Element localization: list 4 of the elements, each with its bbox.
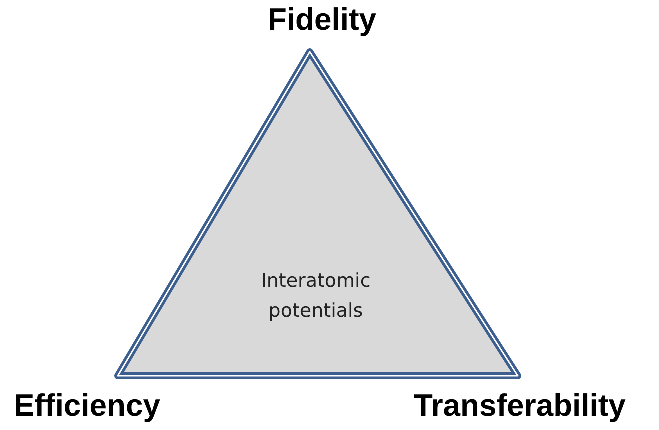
vertex-label: Transferability <box>414 388 626 424</box>
node-text: Interatomic potentials <box>260 269 372 324</box>
vertex-label: Efficiency <box>14 388 160 424</box>
vertex-label: Fidelity <box>268 2 377 38</box>
